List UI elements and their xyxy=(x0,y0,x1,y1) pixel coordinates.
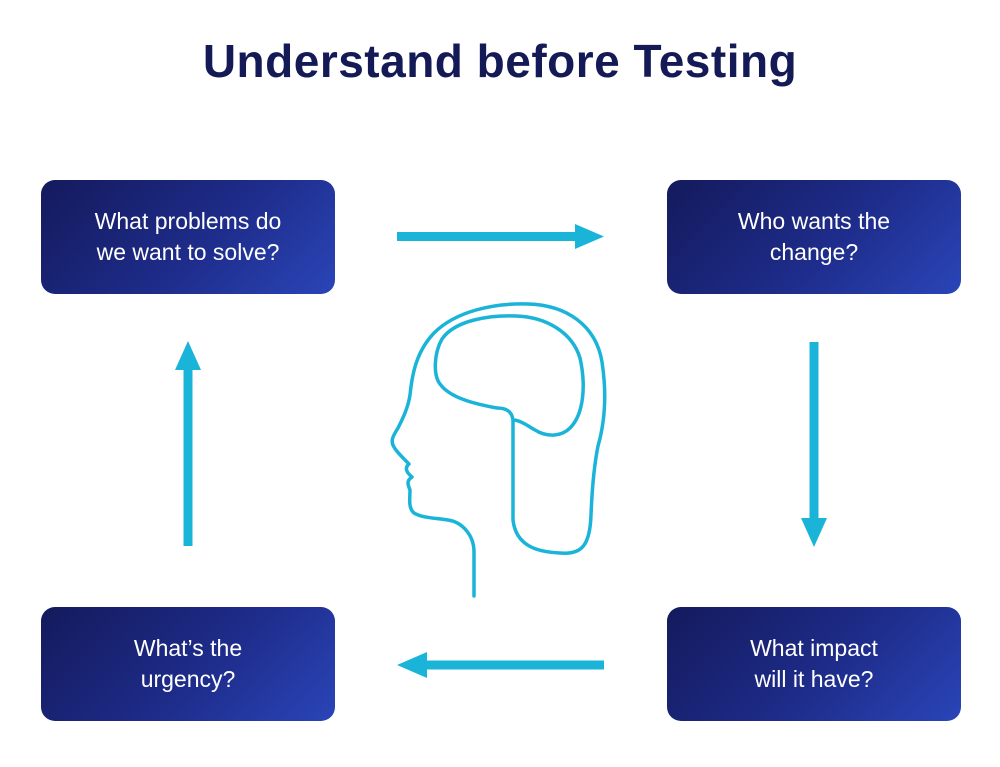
arrow-right-icon xyxy=(397,224,604,249)
arrow-up-icon xyxy=(175,341,201,546)
step-text-line: Who wants the xyxy=(737,208,891,234)
arrow-down-icon xyxy=(801,342,827,547)
step-text-line: change? xyxy=(769,239,859,265)
step-box-problems: What problems do we want to solve? xyxy=(41,180,335,294)
arrow-left-icon xyxy=(397,652,604,678)
step-box-urgency: What’s the urgency? xyxy=(41,607,335,721)
step-box-stakeholders: Who wants the change? xyxy=(667,180,961,294)
step-text-line: What’s the xyxy=(133,635,243,661)
page-title: Understand before Testing xyxy=(202,35,798,87)
step-text-line: What impact xyxy=(750,635,878,661)
step-box-impact: What impact will it have? xyxy=(667,607,961,721)
step-text-line: urgency? xyxy=(140,666,236,692)
step-text-line: What problems do xyxy=(94,208,282,234)
head-brain-icon xyxy=(390,302,607,598)
step-text-line: will it have? xyxy=(754,666,874,692)
step-text-line: we want to solve? xyxy=(96,239,280,265)
